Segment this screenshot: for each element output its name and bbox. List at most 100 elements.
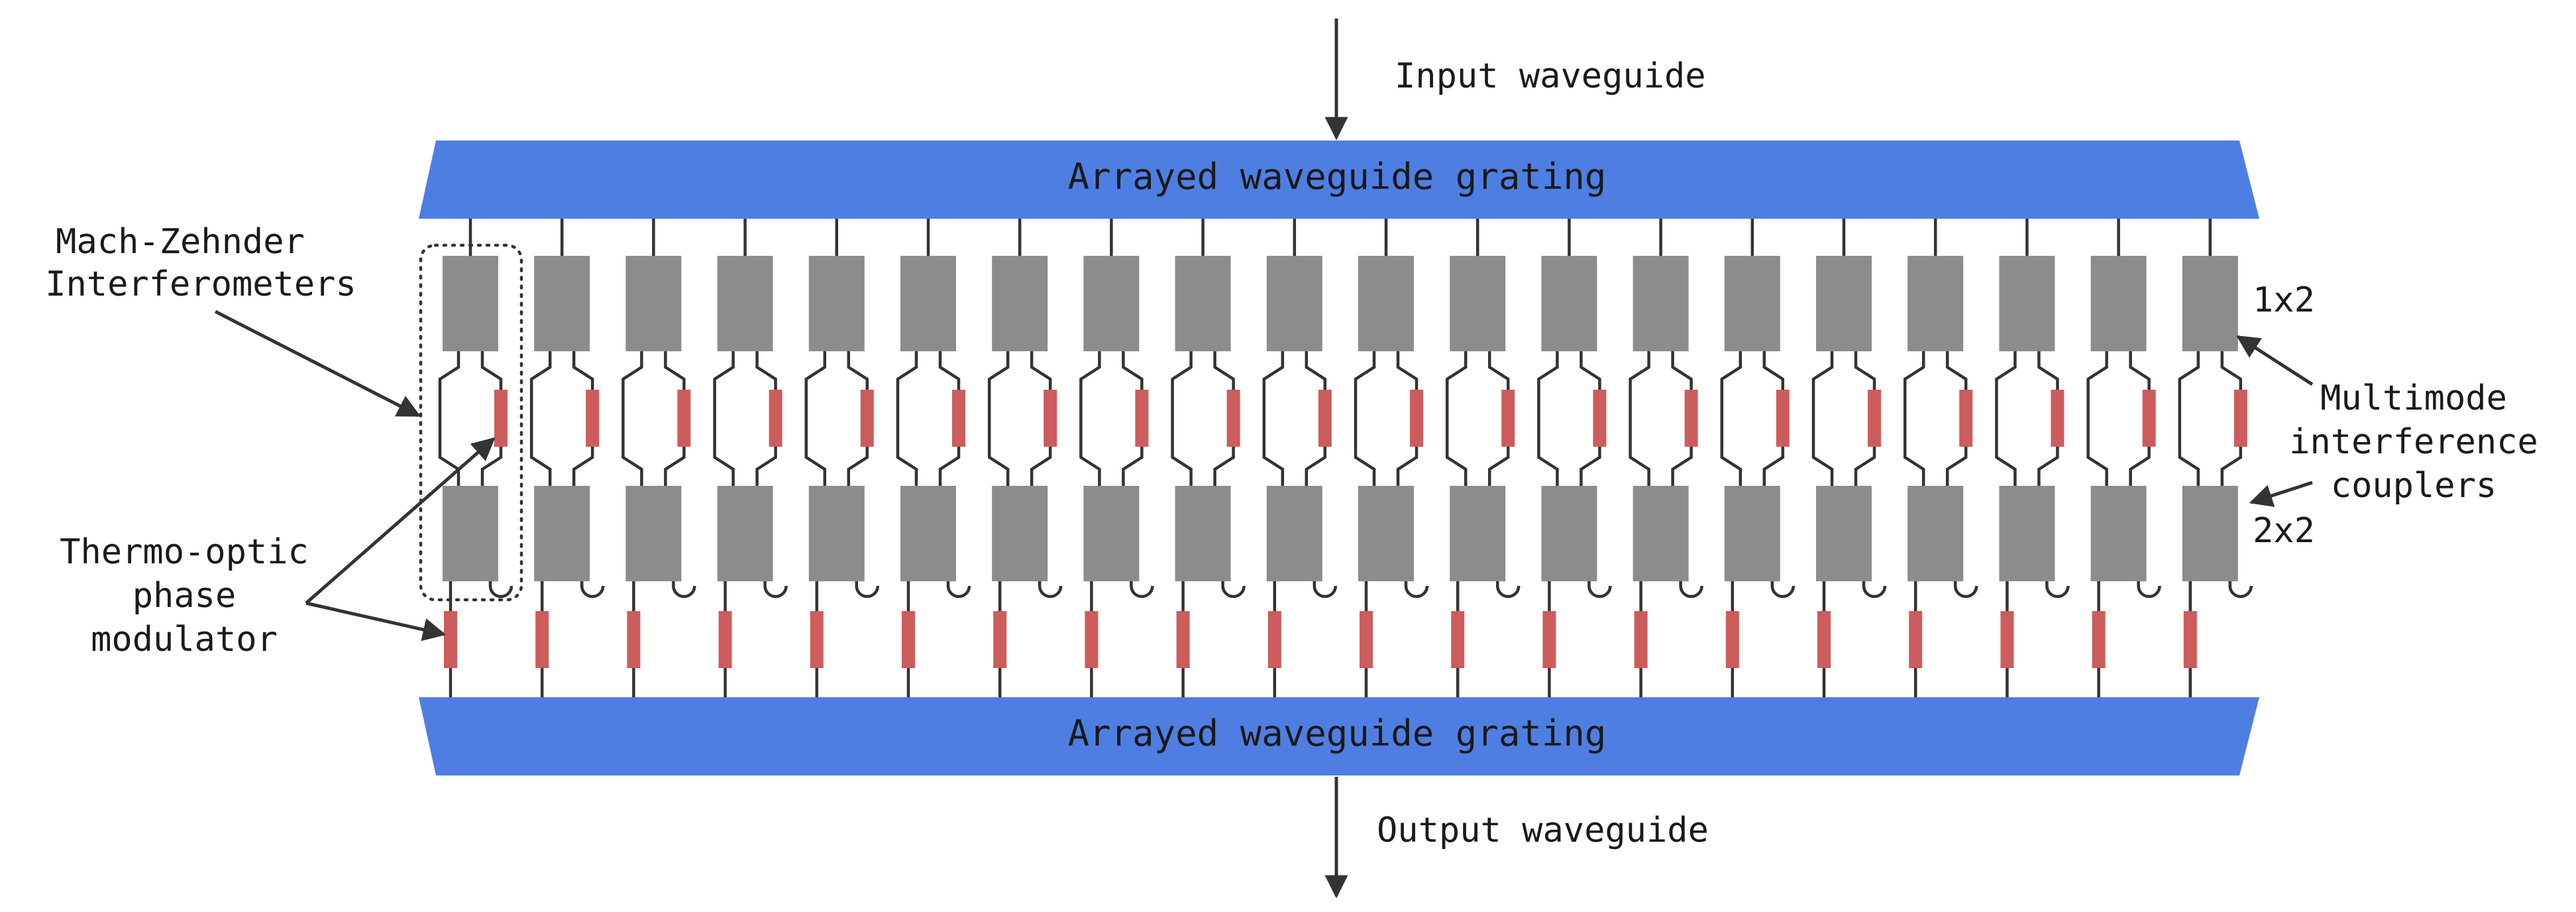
output-phase-modulator	[444, 611, 457, 668]
mmi-coupler-1x2	[1175, 256, 1231, 351]
mmi-coupler-1x2	[1633, 256, 1689, 351]
mmi-coupler-1x2	[625, 256, 682, 351]
mmi-coupler-1x2	[992, 256, 1048, 351]
mmi-coupler-2x2	[717, 486, 773, 581]
terminated-port	[1679, 581, 1703, 598]
mmi-coupler-1x2	[808, 256, 865, 351]
mmi-label-line1: Multimode	[2320, 378, 2507, 418]
mzi-arm-left	[1445, 351, 1468, 486]
mzi-arm-left	[713, 351, 735, 486]
mmi-coupler-2x2	[625, 486, 682, 581]
mmi-label-line2: interference	[2289, 422, 2538, 462]
mzi-arm-left	[529, 351, 552, 486]
mzi-array	[438, 219, 2253, 697]
terminated-port	[488, 581, 513, 598]
mmi-coupler-1x2	[1083, 256, 1140, 351]
mzi-arm-left	[2086, 351, 2108, 486]
mmi-coupler-2x2	[1907, 486, 1964, 581]
mzi-arm-left	[621, 351, 643, 486]
tpm-pointer-upper	[305, 437, 496, 604]
mmi-label-line3: couplers	[2331, 466, 2496, 506]
mzi-heater	[2051, 390, 2065, 447]
mzi-arm-left	[804, 351, 827, 486]
terminated-port	[2045, 581, 2070, 598]
mzi-heater	[1135, 390, 1149, 447]
mzi-heater	[1501, 390, 1515, 447]
terminated-port	[672, 581, 696, 598]
mzi-heater	[2142, 390, 2156, 447]
mzi-label-line1: Mach-Zehnder	[56, 222, 305, 262]
output-waveguide-label: Output waveguide	[1377, 811, 1709, 850]
mmi-coupler-2x2	[1266, 486, 1322, 581]
mmi-coupler-2x2	[1358, 486, 1414, 581]
output-phase-modulator	[2000, 611, 2014, 668]
mmi-coupler-2x2	[1450, 486, 1506, 581]
mmi-coupler-1x2	[900, 256, 956, 351]
terminated-port	[1495, 581, 1521, 598]
mmi-coupler-1x2	[443, 256, 498, 351]
mmi-coupler-1x2	[1450, 256, 1506, 351]
mmi-coupler-2x2	[1541, 486, 1597, 581]
awg-bottom-label: Arrayed waveguide grating	[1068, 712, 1607, 754]
terminated-port	[1130, 581, 1154, 598]
mzi-heater	[1226, 390, 1240, 447]
mzi-arm-left	[1079, 351, 1101, 486]
mzi-heater	[769, 390, 782, 447]
mmi-coupler-2x2	[992, 486, 1048, 581]
mzi-arm-left	[1811, 351, 1834, 486]
mzi-label-line2: Interferometers	[45, 264, 356, 304]
tpm-pointer-lower	[305, 601, 447, 642]
mmi-coupler-1x2	[534, 256, 590, 351]
mzi-heater	[677, 390, 691, 447]
awg-top-label: Arrayed waveguide grating	[1068, 156, 1607, 198]
terminated-port	[763, 581, 788, 598]
output-phase-modulator	[1725, 611, 1739, 668]
tpm-label-line1: Thermo-optic	[60, 532, 309, 572]
terminated-port	[580, 581, 605, 598]
mzi-arm-left	[438, 351, 460, 486]
mzi-heater	[586, 390, 600, 447]
mmi-coupler-1x2	[2182, 256, 2238, 351]
mzi-heater	[2233, 390, 2247, 447]
output-phase-modulator	[1909, 611, 1923, 668]
mzi-arm-left	[1903, 351, 1925, 486]
mzi-arm-left	[1720, 351, 1743, 486]
mmi-coupler-2x2	[443, 486, 498, 581]
mzi-arm-left	[2178, 351, 2200, 486]
mzi-heater	[860, 390, 874, 447]
mzi-heater	[952, 390, 965, 447]
terminated-port	[855, 581, 880, 598]
mzi-heater	[1959, 390, 1973, 447]
output-phase-modulator	[2183, 611, 2197, 668]
terminated-port	[1862, 581, 1887, 598]
mmi-coupler-2x2	[900, 486, 956, 581]
terminated-port	[1953, 581, 1978, 598]
mzi-highlight-box	[419, 243, 523, 602]
output-phase-modulator	[1451, 611, 1465, 668]
output-phase-modulator	[1817, 611, 1831, 668]
output-phase-modulator	[993, 611, 1007, 668]
mmi-coupler-2x2	[1999, 486, 2055, 581]
mmi-coupler-2x2	[534, 486, 590, 581]
terminated-port	[1221, 581, 1246, 598]
terminated-port	[1038, 581, 1063, 598]
mzi-heater	[1776, 390, 1790, 447]
tpm-label-line2: phase	[133, 576, 237, 616]
mzi-pointer	[214, 310, 421, 418]
input-waveguide-label: Input waveguide	[1395, 56, 1706, 96]
terminated-port	[1404, 581, 1429, 598]
mzi-arm-left	[896, 351, 918, 486]
mzi-heater	[494, 390, 508, 447]
output-phase-modulator	[1267, 611, 1281, 668]
terminated-port	[946, 581, 971, 598]
mzi-heater	[1593, 390, 1607, 447]
mmi-coupler-1x2	[2090, 256, 2147, 351]
output-phase-modulator	[627, 611, 641, 668]
mmi-coupler-2x2	[1175, 486, 1231, 581]
mmi-coupler-1x2	[1907, 256, 1964, 351]
terminated-port	[1770, 581, 1796, 598]
mmi-coupler-2x2	[2090, 486, 2147, 581]
mmi-coupler-1x2	[1816, 256, 1872, 351]
mzi-heater	[1410, 390, 1423, 447]
